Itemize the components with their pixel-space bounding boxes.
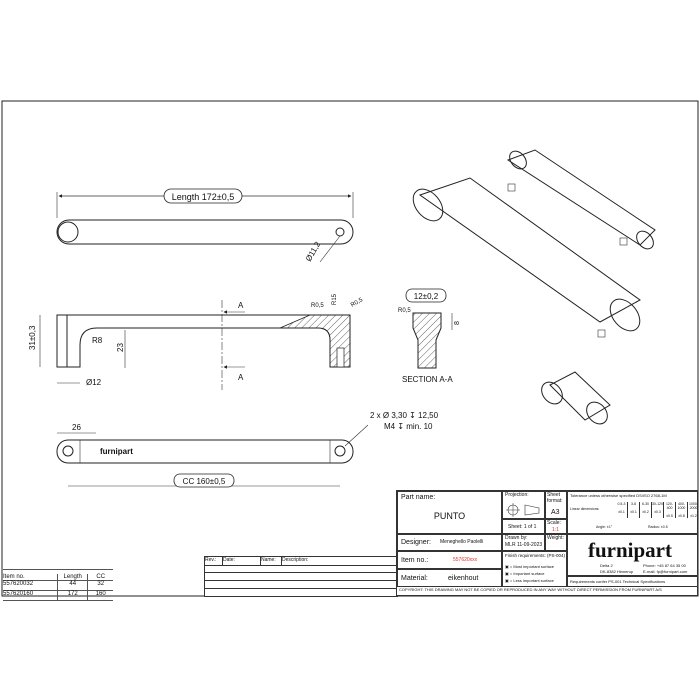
- finish-item-1: ▣ = Most important surface: [505, 564, 555, 569]
- cell-item: 557620160: [3, 591, 34, 597]
- cc-dimension: CC 160±0,5: [183, 477, 226, 486]
- address-line-1: Delta 2: [600, 563, 613, 568]
- section-a-a: 12±0,2 R0,5 8 SECTION A-A: [398, 288, 461, 384]
- tolerance: ±0.1: [618, 510, 625, 514]
- finish-item-2: ▣ = Important surface: [505, 571, 545, 576]
- section-label: SECTION A-A: [402, 375, 453, 384]
- designer: Meneghello Paolelli: [440, 539, 484, 545]
- engraved-logo: furnipart: [100, 447, 133, 456]
- bottom-view: 26 furnipart CC 160±0,5 2 x Ø 3,30 ↧ 12,…: [56, 411, 439, 488]
- radius-r8: R8: [92, 336, 103, 345]
- isometric-view-small: [541, 371, 611, 425]
- section-marker-top: A: [238, 301, 244, 310]
- section-marker-bottom: A: [238, 373, 244, 382]
- table-row: 557620160 172 160: [3, 590, 113, 601]
- part-name: PUNTO: [433, 511, 466, 521]
- linear-label: Linear dimensions:: [570, 507, 600, 511]
- radius-r15: R15: [332, 293, 338, 305]
- range: 1000-2000: [689, 502, 698, 510]
- hole-note-2: M4 ↧ min. 10: [384, 422, 433, 431]
- rev-header: Rev.:: [205, 557, 223, 565]
- finish-label: Finish requirements: (PS-004): [505, 553, 566, 558]
- finish-item-3: ▣ = Less important surface: [505, 578, 554, 583]
- section-radius: R0,5: [398, 308, 411, 314]
- address-line-2: DK-8382 Hinnerup: [600, 569, 634, 574]
- copyright-notice: COPYRIGHT: THIS DRAWING MAY NOT BE COPIE…: [399, 587, 662, 592]
- date-header: Date:: [223, 557, 261, 565]
- sheet-number: Sheet: 1 of 1: [508, 524, 537, 530]
- scale-label: Scale:: [547, 520, 561, 526]
- tolerance: ±1.2: [690, 514, 697, 518]
- part-name-label: Part name:: [401, 494, 436, 501]
- requirements-note: Requirements confer PS-001 Technical Spe…: [570, 579, 666, 584]
- items-header-length: Length: [57, 574, 87, 580]
- section-height-dimension: 8: [454, 321, 461, 325]
- diameter-dimension: Ø11,2: [304, 240, 323, 263]
- offset-dimension: 26: [72, 423, 81, 432]
- items-header-item: Item no.: [3, 574, 25, 580]
- diameter-12: Ø12: [86, 378, 102, 387]
- cell-cc: 160: [87, 591, 113, 600]
- designer-label: Designer:: [401, 539, 431, 546]
- weight-label: Weight:: [547, 535, 564, 541]
- depth-dimension: 23: [116, 343, 125, 352]
- drawn-by: MLR 11-09-2023: [505, 542, 543, 548]
- name-header: Name:: [261, 557, 282, 565]
- item-no-label: Item no.:: [401, 557, 429, 564]
- cell-length: 44: [57, 581, 87, 590]
- range: 120-400: [665, 502, 673, 510]
- cell-item: 557620032: [3, 581, 34, 587]
- sheet-format-label: Sheet format:: [547, 492, 563, 504]
- table-row: 557620032 44 32: [3, 580, 113, 590]
- projection-label: Projection:: [505, 492, 529, 498]
- tolerance: ±0.2: [642, 510, 649, 514]
- range: 3-6: [630, 502, 637, 506]
- item-no: 557620xxx: [453, 557, 478, 563]
- range: 30-120: [652, 502, 663, 506]
- tolerance: ±0.1: [630, 510, 637, 514]
- title-block: Part name: PUNTO Designer: Meneghello Pa…: [396, 490, 698, 596]
- description-header: Description:: [282, 557, 309, 563]
- scale: 1:1: [552, 527, 559, 533]
- drawn-by-label: Drawn by:: [505, 535, 528, 541]
- material: eikenhout: [448, 575, 479, 582]
- isometric-view-large: [412, 149, 656, 338]
- cell-cc: 32: [87, 581, 113, 590]
- material-label: Material:: [401, 575, 428, 582]
- radius-tolerance: Radius: ±0.5: [648, 525, 668, 529]
- tolerance: ±0.8: [678, 514, 685, 518]
- items-header-cc: CC: [87, 574, 113, 580]
- projection-symbol-icon: [506, 503, 540, 517]
- angle-tolerance: Angle: ±1°: [596, 525, 613, 529]
- range: 400-1000: [677, 502, 686, 510]
- side-view: 31±0,3 R8 23 Ø12 A A R0,5 R15 R0,5: [28, 293, 365, 390]
- range: 0.5-3: [617, 502, 626, 506]
- email: E-mail: fp@furnipart.com: [643, 569, 688, 574]
- radius-r05-b: R0,5: [350, 297, 365, 309]
- top-view: Length 172±0,5 Ø11,2: [56, 188, 354, 263]
- height-dimension: 31±0,3: [28, 325, 37, 350]
- tolerance-title: Tolerance unless otherwise specified DS/…: [570, 493, 667, 498]
- tolerance: ±0.5: [666, 514, 673, 518]
- section-width-dimension: 12±0,2: [414, 292, 439, 301]
- tolerance: ±0.3: [654, 510, 661, 514]
- length-dimension: Length 172±0,5: [172, 192, 235, 202]
- tolerance-table: Tolerance unless otherwise specified DS/…: [567, 491, 698, 534]
- items-table: Item no. Length CC 557620032 44 32 55762…: [3, 569, 113, 601]
- hole-note-1: 2 x Ø 3,30 ↧ 12,50: [370, 411, 439, 420]
- range: 6-30: [641, 502, 649, 506]
- sheet-format: A3: [551, 509, 560, 516]
- revision-table: Rev.: Date: Name: Description:: [204, 556, 398, 597]
- furnipart-logo: furnipart: [588, 538, 672, 562]
- cell-length: 172: [57, 591, 87, 600]
- radius-r05-a: R0,5: [311, 303, 324, 309]
- phone: Phone: +45 87 64 35 00: [643, 563, 686, 568]
